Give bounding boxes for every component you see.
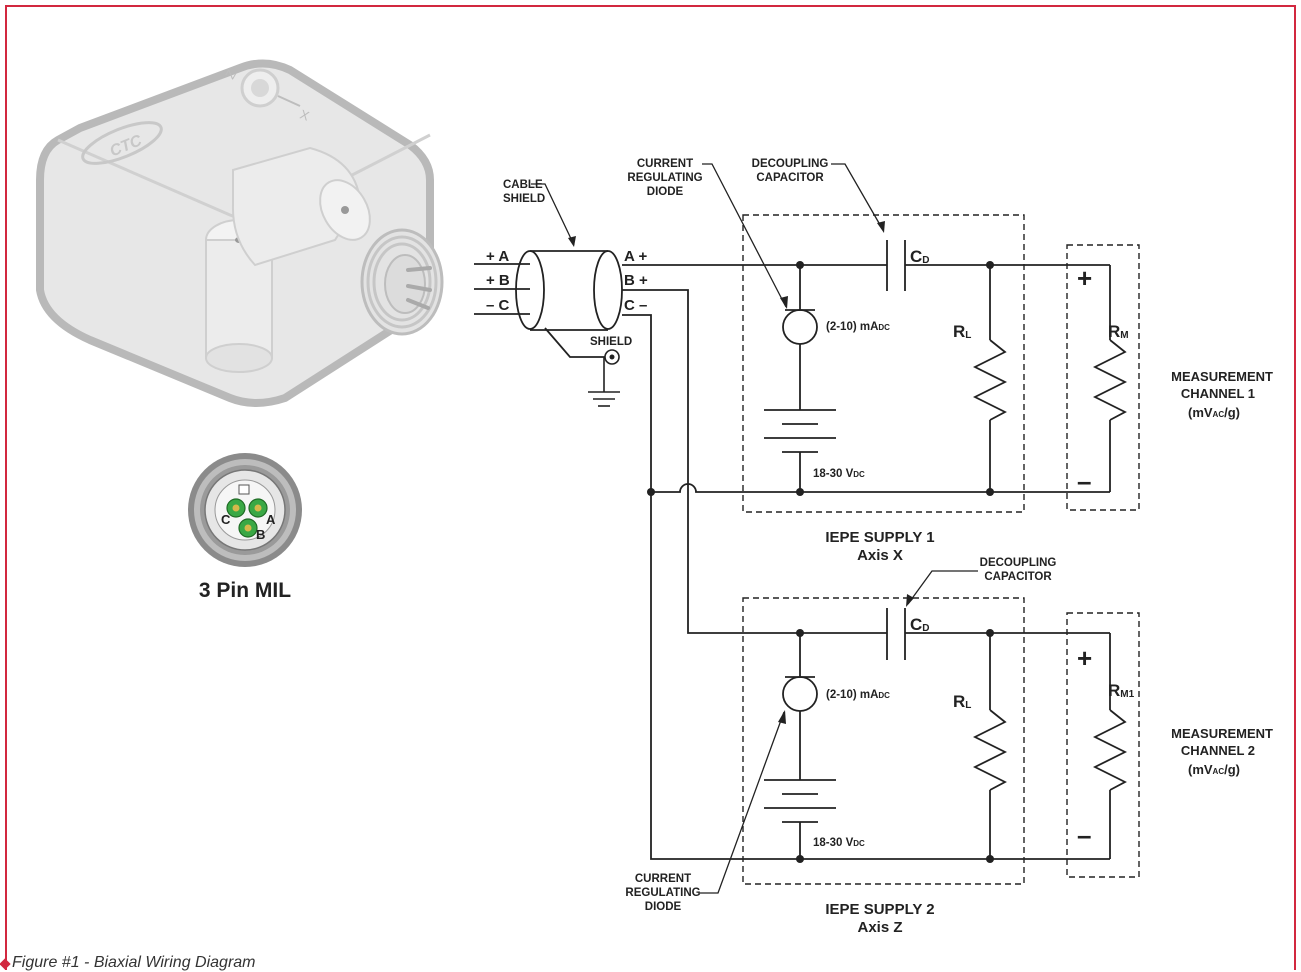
mil-connector-end-view: C A B 3 Pin MIL: [188, 453, 302, 602]
ground-symbol-icon: [588, 357, 620, 407]
cable-left-pin-a: + A: [486, 248, 509, 265]
supply-2-crd-leader: [700, 711, 785, 894]
pin-label-b: B: [256, 527, 265, 542]
channel-2-minus: –: [1077, 820, 1091, 850]
channel-2-label-line2: CHANNEL 2: [1181, 743, 1255, 758]
cable-shield-leader: [531, 183, 575, 246]
channel-2-units: (mVAC/g): [1188, 762, 1240, 777]
cable-right-pin-a: A +: [624, 248, 647, 265]
cable-shield-label-line2: SHIELD: [503, 193, 545, 205]
channel-1-label-line1: MEASUREMENT: [1171, 369, 1273, 384]
supply-1-crd-leader: [702, 163, 787, 308]
supply-1-cap-name: CD: [910, 247, 930, 266]
channel-1-res-name: RM: [1108, 322, 1129, 341]
supply-1-cap-label-line2: CAPACITOR: [756, 172, 824, 184]
junction-dot: [647, 488, 655, 496]
cable: [474, 250, 623, 358]
supply-1-cap-leader: [831, 163, 884, 231]
channel-1-label-line2: CHANNEL 1: [1181, 386, 1255, 401]
supply-2-crd-label-line2: REGULATING: [625, 887, 700, 899]
measurement-channel-1: + – RM MEASUREMENT CHANNEL 1 (mVAC/g): [1066, 244, 1273, 511]
cable-left-pin-b: + B: [486, 272, 510, 289]
cable-left-pin-c: – C: [486, 297, 510, 314]
supply-1-voltage: 18-30 VDC: [813, 468, 865, 480]
supply-1-axis: Axis X: [857, 547, 903, 564]
supply-1-crd-label-line3: DIODE: [647, 186, 684, 198]
supply-2-cap-label-line1: DECOUPLING: [980, 557, 1057, 569]
supply-1-crd-label-line2: REGULATING: [627, 172, 702, 184]
supply-2-voltage: 18-30 VDC: [813, 837, 865, 849]
pin-label-c: C: [221, 512, 231, 527]
supply-2-cap-leader: [907, 570, 978, 605]
cable-right-pin-b: B +: [624, 272, 648, 289]
biaxial-sensor-illustration: CTC Z X: [36, 59, 444, 407]
supply-2-res-name: RL: [953, 692, 971, 711]
supply-1-cap-label-line1: DECOUPLING: [752, 158, 829, 170]
iepe-supply-2: CD (2-10) mADC RL 18-30 VDC DECOUPLING C…: [625, 557, 1090, 936]
supply-2-title: IEPE SUPPLY 2: [825, 901, 934, 918]
connector-title: 3 Pin MIL: [199, 579, 291, 602]
measurement-channel-2: + – RM1 MEASUREMENT CHANNEL 2 (mVAC/g): [1066, 612, 1273, 878]
channel-1-units: (mVAC/g): [1188, 405, 1240, 420]
supply-2-current: (2-10) mADC: [826, 689, 890, 701]
signal-wires: [622, 264, 800, 860]
supply-2-cap-name: CD: [910, 615, 930, 634]
supply-1-box: [742, 214, 1025, 513]
shield-terminal-icon: [604, 349, 620, 365]
supply-1-title: IEPE SUPPLY 1: [825, 529, 934, 546]
supply-2-axis: Axis Z: [857, 919, 902, 936]
supply-2-box: [742, 597, 1025, 885]
cable-shield-label-line1: CABLE: [503, 179, 543, 191]
iepe-supply-1: CD (2-10) mADC RL 18-30 VDC CURRENT REGU…: [627, 158, 1090, 564]
supply-2-cap-label-line2: CAPACITOR: [984, 571, 1052, 583]
figure-caption: Figure #1 - Biaxial Wiring Diagram: [12, 954, 256, 971]
channel-2-label-line1: MEASUREMENT: [1171, 726, 1273, 741]
side-mil-connector-icon: [360, 228, 444, 336]
channel-1-plus: +: [1077, 263, 1092, 293]
cable-right-pin-c: C –: [624, 297, 647, 314]
channel-2-res-name: RM1: [1108, 681, 1135, 700]
supply-2-crd-label-line1: CURRENT: [635, 873, 691, 885]
supply-1-current: (2-10) mADC: [826, 321, 890, 333]
supply-1-res-name: RL: [953, 322, 971, 341]
pin-label-a: A: [266, 512, 276, 527]
channel-2-box: [1066, 612, 1140, 878]
ctc-logo-icon: [81, 121, 163, 165]
page-frame: [5, 5, 1296, 970]
supply-2-crd-label-line3: DIODE: [645, 901, 682, 913]
channel-1-box: [1066, 244, 1140, 511]
shield-terminal-label: SHIELD: [590, 336, 632, 348]
channel-1-minus: –: [1077, 466, 1091, 496]
channel-2-plus: +: [1077, 643, 1092, 673]
supply-1-crd-label-line1: CURRENT: [637, 158, 693, 170]
